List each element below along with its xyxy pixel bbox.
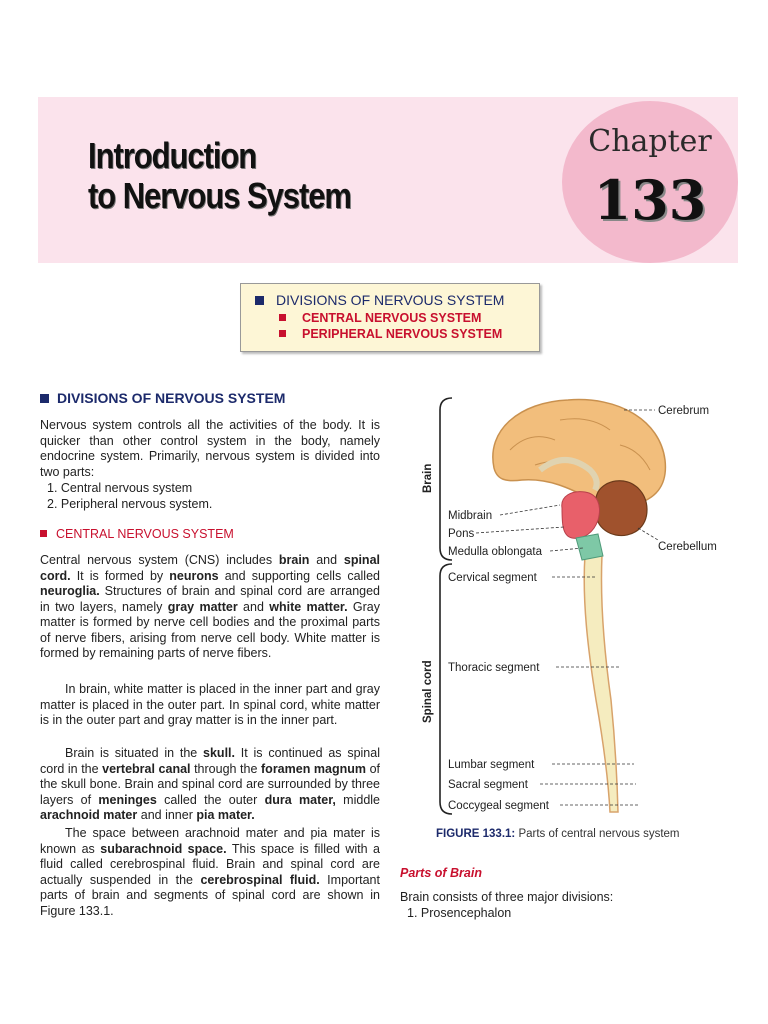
chapter-title-line2: to Nervous System	[88, 175, 352, 216]
cerebrum-folds	[509, 418, 651, 471]
paragraph-cns-3: Brain is situated in the skull. It is co…	[40, 746, 381, 822]
paragraph-cns-2: In brain, white matter is placed in the …	[40, 682, 380, 727]
leader-line	[549, 547, 584, 552]
subheading-parts-of-brain: Parts of Brain	[400, 866, 482, 880]
paragraph-cns-1: Central nervous system (CNS) includes br…	[40, 553, 380, 660]
label-cerebellum: Cerebellum	[658, 541, 717, 553]
spinal-cord-shape	[583, 554, 619, 813]
square-bullet-icon	[279, 330, 286, 337]
label-medulla: Medulla oblongata	[448, 546, 543, 558]
toc-sub-label: PERIPHERAL NERVOUS SYSTEM	[302, 327, 503, 341]
label-spinal-cord: Spinal cord	[422, 660, 434, 723]
list-item: 2. Peripheral nervous system.	[47, 497, 213, 511]
cerebrum-shape	[492, 398, 667, 508]
toc-main-label: DIVISIONS OF NERVOUS SYSTEM	[276, 292, 505, 308]
label-lumbar: Lumbar segment	[448, 759, 535, 771]
section-heading-text: CENTRAL NERVOUS SYSTEM	[56, 527, 234, 541]
square-bullet-icon	[40, 394, 49, 403]
divisions-list: 1. Central nervous system 2. Peripheral …	[47, 480, 212, 512]
label-midbrain: Midbrain	[448, 510, 492, 522]
square-bullet-icon	[255, 296, 264, 305]
chapter-number: 133	[593, 168, 707, 232]
label-sacral: Sacral segment	[448, 779, 529, 791]
toc-sub-item: CENTRAL NERVOUS SYSTEM	[279, 311, 481, 325]
spinal-cord-bracket	[439, 563, 453, 815]
chapter-contents-box: DIVISIONS OF NERVOUS SYSTEM CENTRAL NERV…	[240, 283, 540, 352]
figure-caption-label: FIGURE 133.1:	[436, 828, 516, 840]
label-coccygeal: Coccygeal segment	[448, 800, 550, 812]
paragraph-parts-of-brain: Brain consists of three major divisions:	[400, 890, 614, 904]
chapter-badge	[562, 101, 738, 263]
square-bullet-icon	[40, 530, 47, 537]
section-heading-text: DIVISIONS OF NERVOUS SYSTEM	[57, 390, 286, 406]
list-item: 1. Prosencephalon	[407, 906, 512, 920]
toc-main-item: DIVISIONS OF NERVOUS SYSTEM	[255, 292, 504, 308]
leader-line	[499, 504, 561, 516]
paragraph-cns-4: The space between arachnoid mater and pi…	[40, 826, 380, 918]
list-item: 1. Central nervous system	[47, 481, 193, 495]
toc-sub-item: PERIPHERAL NERVOUS SYSTEM	[279, 327, 502, 341]
section-heading-cns: CENTRAL NERVOUS SYSTEM	[40, 527, 234, 541]
figure-caption-text: Parts of central nervous system	[515, 828, 680, 840]
brain-bracket	[439, 397, 453, 561]
toc-sub-label: CENTRAL NERVOUS SYSTEM	[302, 311, 482, 325]
label-brain: Brain	[422, 464, 434, 493]
pons-shape	[561, 491, 600, 539]
cerebellum-shape	[594, 480, 648, 537]
figure-caption: FIGURE 133.1: Parts of central nervous s…	[436, 828, 680, 840]
chapter-title-line1: Introduction	[88, 135, 257, 176]
label-pons: Pons	[448, 528, 474, 540]
leader-line	[637, 527, 659, 541]
label-cerebrum: Cerebrum	[658, 405, 709, 417]
medulla-shape	[575, 533, 604, 561]
chapter-word: Chapter	[588, 124, 712, 159]
leader-line	[475, 526, 565, 534]
section-heading-divisions: DIVISIONS OF NERVOUS SYSTEM	[40, 390, 285, 406]
label-thoracic: Thoracic segment	[448, 662, 540, 674]
paragraph-divisions: Nervous system controls all the activiti…	[40, 418, 380, 479]
square-bullet-icon	[279, 314, 286, 321]
chapter-title: Introduction to Nervous System	[88, 135, 352, 216]
corpus-callosum	[538, 457, 600, 492]
label-cervical: Cervical segment	[448, 572, 538, 584]
